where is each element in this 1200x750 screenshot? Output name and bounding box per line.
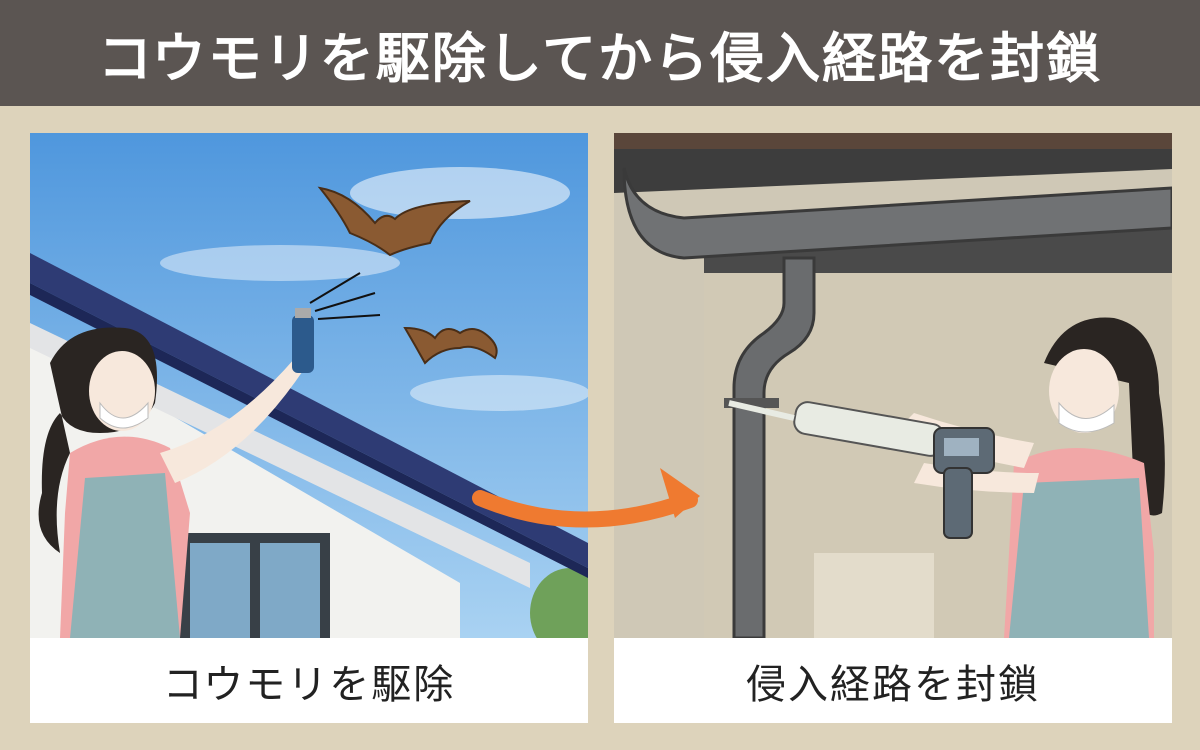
panel-caption: 侵入経路を封鎖 xyxy=(614,638,1172,723)
bat-icon xyxy=(317,186,471,257)
page-header: コウモリを駆除してから侵入経路を封鎖 xyxy=(0,0,1200,106)
woman-with-caulk-gun-icon xyxy=(728,317,1165,638)
arrow-right-icon xyxy=(472,468,700,528)
panel-repel-bats: コウモリを駆除 xyxy=(30,133,588,723)
illustration-seal-entry xyxy=(614,133,1172,638)
panel-seal-entry: 侵入経路を封鎖 xyxy=(614,133,1172,723)
bat-icon xyxy=(403,326,498,365)
illustration-repel-bats xyxy=(30,133,588,638)
panel-caption: コウモリを駆除 xyxy=(30,638,588,723)
woman-with-spray-icon xyxy=(38,308,314,638)
page-title: コウモリを駆除してから侵入経路を封鎖 xyxy=(97,26,1103,90)
